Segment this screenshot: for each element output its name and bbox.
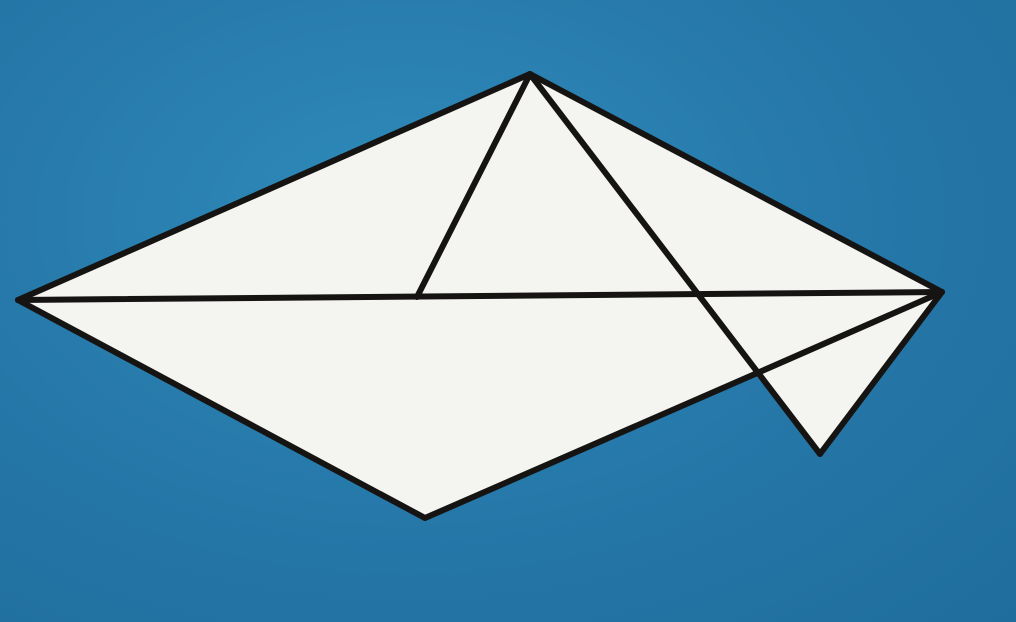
fold-horizontal (15, 289, 945, 303)
upper-sail-fill (18, 74, 942, 300)
edge-tail-outer (817, 289, 945, 457)
tail-flap-fill (755, 292, 942, 454)
edge-top-right (527, 71, 945, 295)
fold-diagonal (527, 71, 823, 457)
outline-edges (15, 71, 945, 521)
fold-tail-inner (752, 289, 945, 377)
hull-fill (18, 292, 942, 518)
edge-bottom-right (422, 371, 758, 521)
fold-left-mast (414, 71, 533, 300)
fold-lines (15, 71, 945, 457)
edge-left-top (15, 71, 533, 303)
edge-left-bottom (15, 297, 428, 521)
